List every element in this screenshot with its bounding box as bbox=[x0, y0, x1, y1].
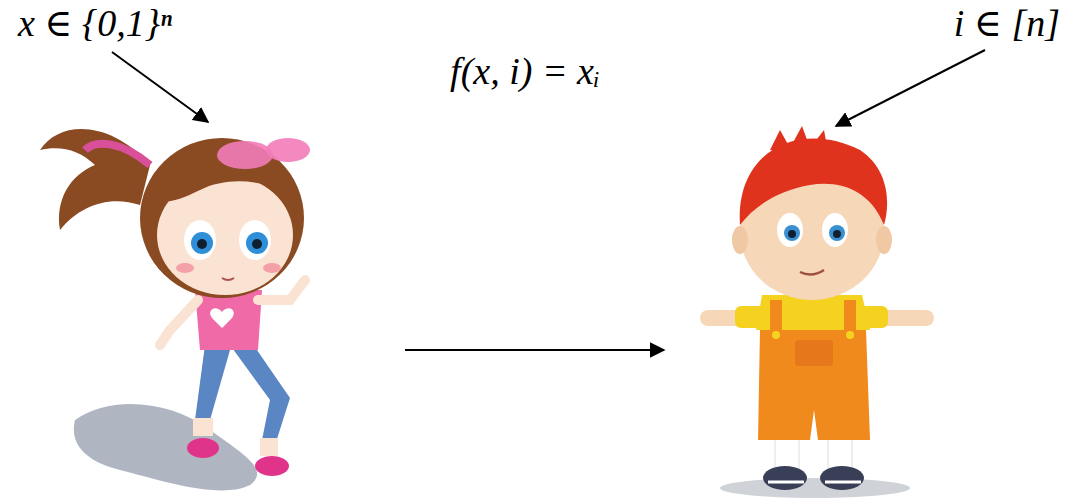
leader-arrow bbox=[112, 52, 208, 122]
function-label: f(x, i) = xᵢ bbox=[450, 50, 600, 94]
boy-figure bbox=[700, 126, 934, 498]
leader-arrow bbox=[836, 50, 985, 126]
input-label: x ∈ {0,1}ⁿ bbox=[18, 2, 172, 46]
input-label: i ∈ [n] bbox=[954, 2, 1060, 46]
message-arrow bbox=[405, 349, 664, 351]
girl-figure bbox=[40, 129, 310, 490]
